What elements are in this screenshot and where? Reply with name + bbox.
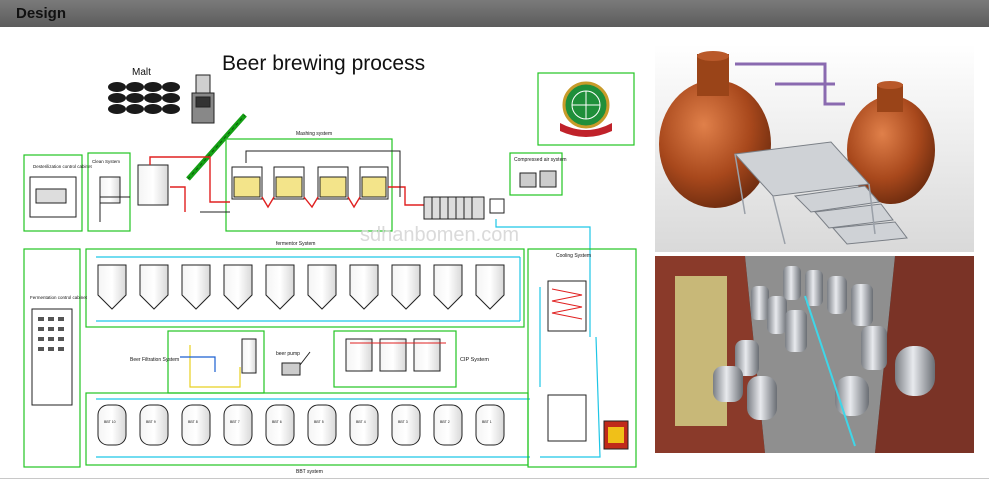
beer-pump-label: beer pump bbox=[276, 351, 300, 357]
bbt-tank-label: BBT 8 bbox=[188, 420, 198, 424]
fermentation-cabinet-label: Fermentation control cabinet bbox=[30, 295, 88, 300]
container-wall bbox=[675, 276, 727, 426]
desterilization-cabinet bbox=[29, 176, 77, 218]
beer-pump bbox=[281, 362, 301, 376]
bbt-tank-label: BBT 2 bbox=[440, 420, 450, 424]
bbt-tank-label: BBT 3 bbox=[398, 420, 408, 424]
bbt-tank-label: BBT 5 bbox=[314, 420, 324, 424]
fermentor-label: fermentor System bbox=[276, 241, 315, 247]
fermentation-room-render bbox=[655, 256, 974, 453]
bbt-tanks bbox=[97, 404, 505, 446]
fermentor-frame bbox=[85, 248, 525, 328]
section-title: Design bbox=[16, 5, 67, 22]
filter-vessel bbox=[241, 338, 257, 374]
clean-tank bbox=[99, 176, 121, 204]
clean-system-label: Clean System bbox=[92, 159, 120, 164]
fermentation-cabinet bbox=[31, 308, 73, 406]
malt-label: Malt bbox=[132, 67, 151, 78]
mashing-frame bbox=[225, 138, 393, 232]
bbt-tank-label: BBT 10 bbox=[104, 420, 116, 424]
filtration-label: Beer Filtration System bbox=[130, 357, 179, 363]
air-compressor bbox=[519, 172, 537, 188]
compressed-air-label: Compressed air system bbox=[514, 157, 567, 163]
compressed-air-frame bbox=[509, 152, 563, 196]
watermark: sdhanbomen.com bbox=[360, 224, 519, 246]
lauter-tun bbox=[847, 96, 935, 204]
logo-frame bbox=[537, 72, 635, 146]
cip-frame bbox=[333, 330, 457, 388]
cip-label: CIP System bbox=[460, 357, 489, 363]
oxygen-device bbox=[489, 198, 505, 214]
yellow-pipes bbox=[189, 345, 241, 388]
bbt-tank-label: BBT 1 bbox=[482, 420, 492, 424]
fermentation-cabinet-frame bbox=[23, 248, 81, 468]
cooling-frame bbox=[527, 248, 637, 468]
cyan-pipes bbox=[96, 219, 601, 458]
purple-pipes bbox=[735, 62, 845, 106]
clean-system-frame bbox=[87, 152, 131, 232]
brewing-process-diagram: Beer brewing process Malt Desterilizatio… bbox=[23, 52, 637, 475]
malt-sacks bbox=[108, 82, 180, 114]
air-dryer bbox=[539, 170, 557, 188]
cip-tanks bbox=[345, 338, 441, 372]
mashing-vessels bbox=[231, 166, 389, 200]
section-header: Design bbox=[0, 0, 989, 27]
platform-stairs bbox=[733, 141, 908, 245]
mashing-label: Mashing system bbox=[296, 131, 332, 137]
company-logo bbox=[560, 81, 612, 137]
bottom-divider bbox=[0, 478, 989, 479]
glycol-tank bbox=[547, 394, 587, 442]
diagram-title: Beer brewing process bbox=[222, 52, 425, 75]
ice-water-tank bbox=[547, 280, 587, 332]
bbt-label: BBT system bbox=[296, 469, 323, 475]
cyan-floor-pipe bbox=[804, 295, 856, 447]
bbt-tank-label: BBT 9 bbox=[146, 420, 156, 424]
plate-heat-exchanger bbox=[423, 196, 485, 220]
black-pipes bbox=[99, 150, 401, 222]
desterilization-label: Desterilization control cabinet bbox=[33, 164, 93, 169]
brewhouse-render bbox=[655, 44, 974, 252]
desterilization-frame bbox=[23, 154, 83, 232]
blue-pipes bbox=[180, 356, 216, 372]
fermentor-tanks bbox=[97, 264, 505, 310]
bbt-tank-label: BBT 6 bbox=[272, 420, 282, 424]
mash-tun bbox=[659, 80, 771, 208]
cooling-label: Cooling System bbox=[556, 253, 591, 259]
cabinet-buttons bbox=[38, 317, 64, 351]
render-tanks bbox=[713, 266, 935, 420]
bbt-frame bbox=[85, 392, 529, 466]
malt-mill bbox=[191, 74, 215, 124]
hot-water-tank bbox=[137, 164, 169, 206]
bbt-tank-label: BBT 4 bbox=[356, 420, 366, 424]
red-pipes bbox=[149, 156, 430, 212]
bbt-tank-label: BBT 7 bbox=[230, 420, 240, 424]
